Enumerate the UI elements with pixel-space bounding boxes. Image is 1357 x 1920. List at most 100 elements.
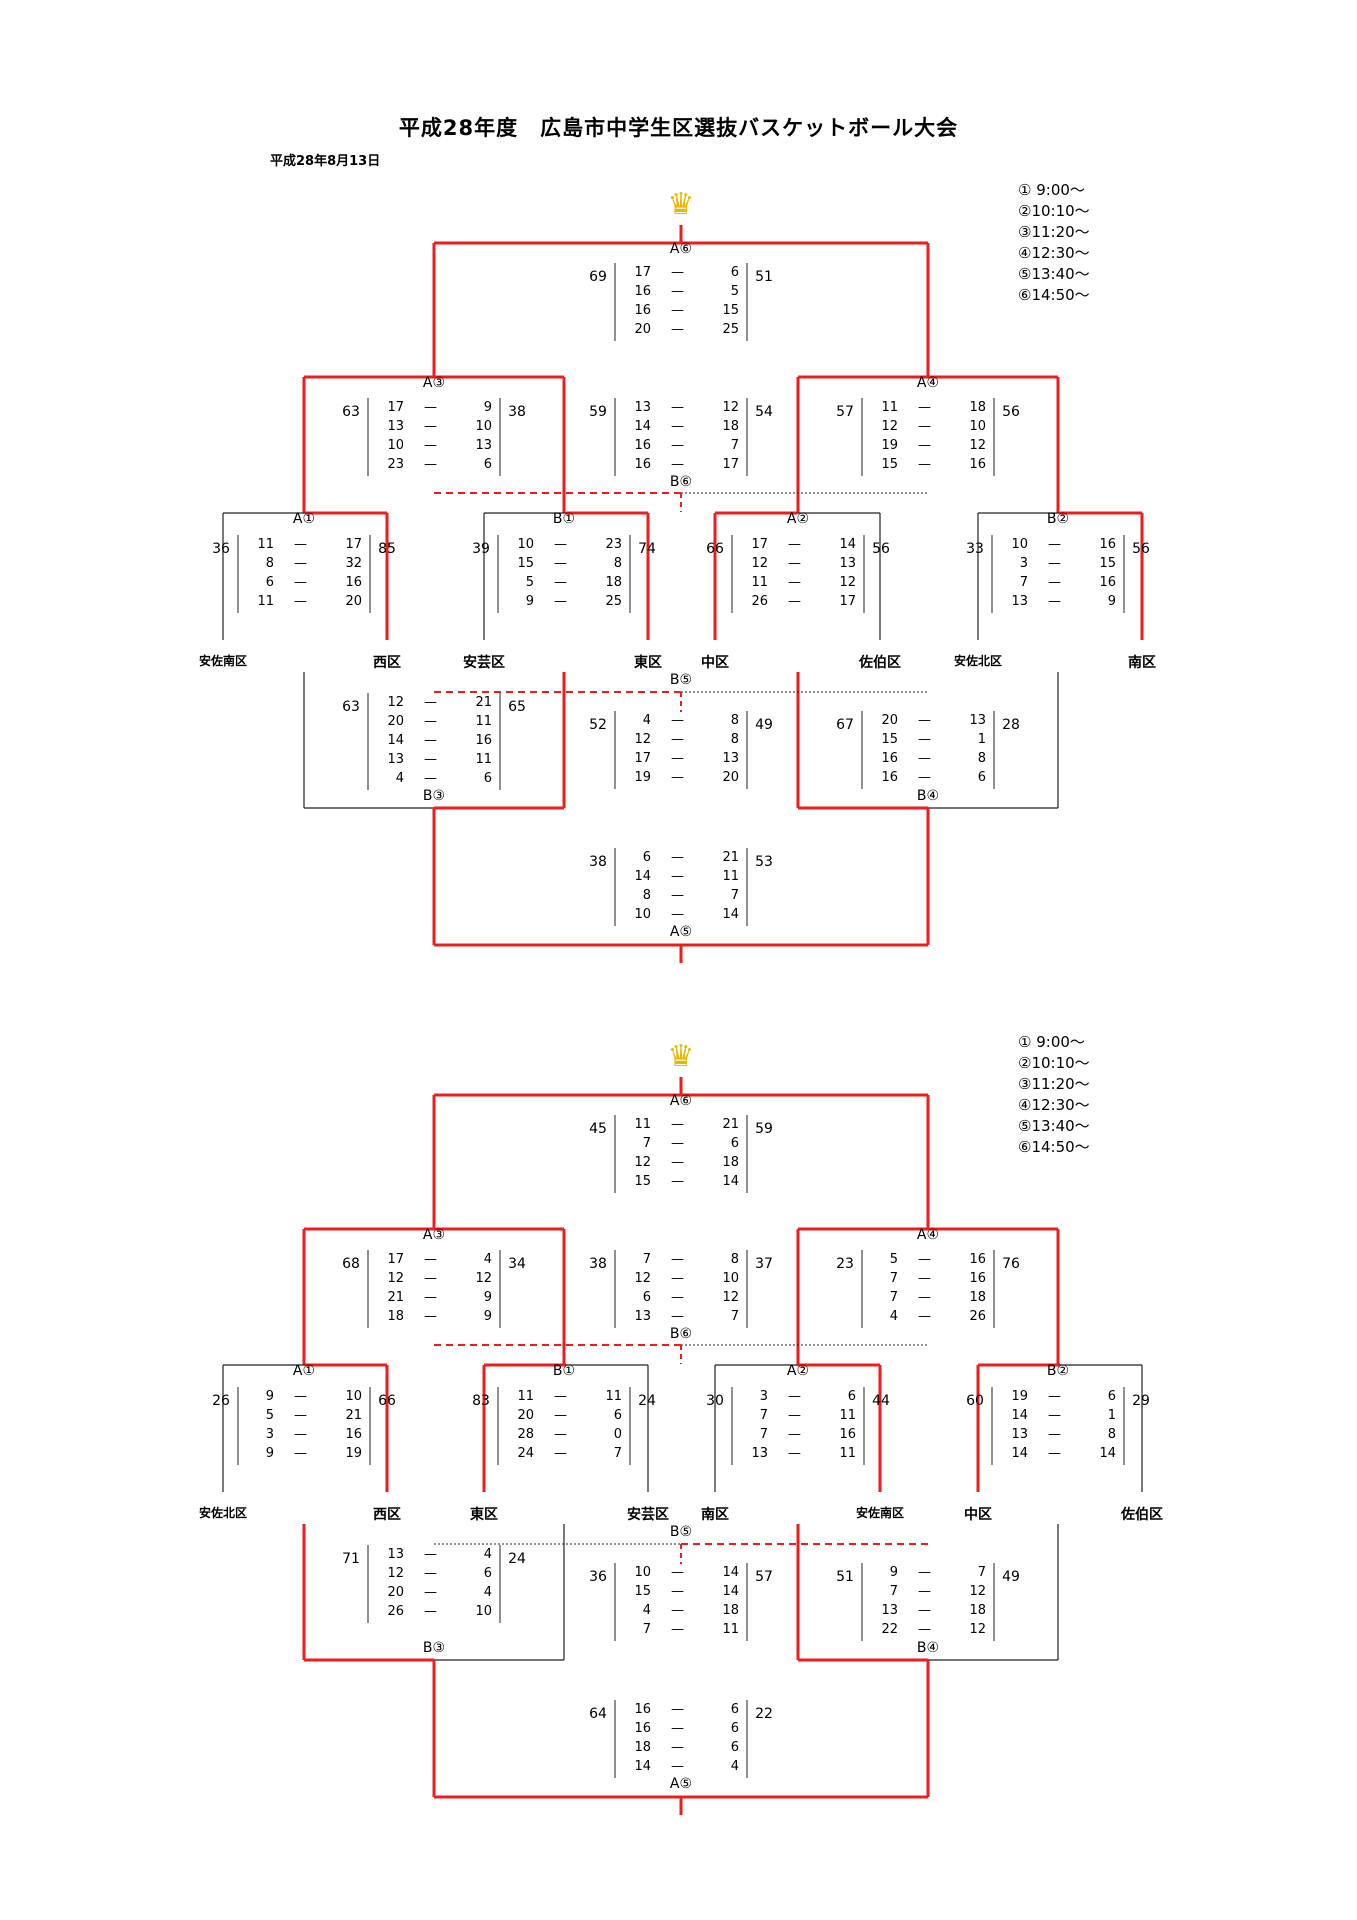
quarter-dash: — — [788, 1408, 801, 1423]
total-score-left: 51 — [836, 1569, 854, 1585]
team-name: 佐伯区 — [859, 655, 901, 671]
quarter-score-right: 20 — [345, 594, 362, 609]
quarter-score-left: 16 — [881, 770, 898, 785]
quarter-score-left: 16 — [634, 438, 651, 453]
quarter-score-right: 13 — [722, 751, 739, 766]
quarter-score-right: 6 — [730, 1702, 739, 1717]
quarter-score-right: 6 — [847, 1389, 856, 1404]
quarter-score-left: 23 — [387, 457, 404, 472]
quarter-score-right: 14 — [839, 537, 856, 552]
quarter-dash: — — [554, 594, 567, 609]
quarter-score-left: 20 — [517, 1408, 534, 1423]
total-score-left: 60 — [966, 1393, 984, 1409]
quarter-score-left: 14 — [634, 869, 651, 884]
quarter-score-right: 16 — [345, 1427, 362, 1442]
total-score-right: 56 — [1132, 541, 1150, 557]
quarter-score-right: 6 — [483, 1566, 492, 1581]
quarter-score-right: 21 — [722, 850, 739, 865]
quarter-dash: — — [554, 1389, 567, 1404]
quarter-score-right: 18 — [969, 1290, 986, 1305]
total-score-right: 22 — [755, 1706, 773, 1722]
quarter-score-left: 13 — [387, 1547, 404, 1562]
schedule-slot: ②10:10～ — [1018, 202, 1090, 220]
quarter-score-left: 5 — [889, 1252, 898, 1267]
quarter-score-right: 21 — [345, 1408, 362, 1423]
quarter-dash: — — [424, 400, 437, 415]
quarter-score-left: 9 — [525, 594, 534, 609]
quarter-dash: — — [918, 400, 931, 415]
quarter-dash: — — [671, 1759, 684, 1774]
quarter-score-left: 11 — [257, 537, 274, 552]
quarter-score-right: 12 — [475, 1271, 492, 1286]
quarter-score-left: 11 — [751, 575, 768, 590]
quarter-score-left: 3 — [265, 1427, 274, 1442]
quarter-score-left: 26 — [387, 1604, 404, 1619]
quarter-dash: — — [918, 438, 931, 453]
quarter-score-left: 16 — [881, 751, 898, 766]
quarter-score-left: 12 — [751, 556, 768, 571]
total-score-left: 33 — [966, 541, 984, 557]
total-score-right: 37 — [755, 1256, 773, 1272]
quarter-score-left: 4 — [395, 771, 404, 786]
quarter-dash: — — [671, 751, 684, 766]
quarter-score-right: 11 — [475, 752, 492, 767]
quarter-score-right: 10 — [722, 1271, 739, 1286]
total-score-left: 69 — [589, 269, 607, 285]
quarter-dash: — — [671, 1117, 684, 1132]
quarter-score-right: 11 — [839, 1446, 856, 1461]
quarter-score-left: 4 — [889, 1309, 898, 1324]
total-score-right: 24 — [508, 1551, 526, 1567]
quarter-score-left: 7 — [642, 1136, 651, 1151]
total-score-right: 24 — [638, 1393, 656, 1409]
quarter-dash: — — [671, 284, 684, 299]
total-score-left: 63 — [342, 699, 360, 715]
quarter-dash: — — [671, 322, 684, 337]
quarter-dash: — — [918, 1622, 931, 1637]
quarter-dash: — — [1048, 537, 1061, 552]
quarter-dash: — — [424, 1309, 437, 1324]
quarter-dash: — — [294, 556, 307, 571]
quarter-score-right: 17 — [722, 457, 739, 472]
quarter-dash: — — [424, 419, 437, 434]
quarter-score-left: 15 — [517, 556, 534, 571]
quarter-score-left: 7 — [889, 1584, 898, 1599]
total-score-right: 34 — [508, 1256, 526, 1272]
match-label-b5: B⑤ — [669, 672, 693, 688]
team-name: 安佐南区 — [855, 1506, 905, 1520]
quarter-score-left: 20 — [634, 322, 651, 337]
total-score-right: 65 — [508, 699, 526, 715]
quarter-dash: — — [788, 1427, 801, 1442]
quarter-score-left: 7 — [889, 1290, 898, 1305]
quarter-score-right: 8 — [1107, 1427, 1116, 1442]
quarter-score-right: 8 — [730, 713, 739, 728]
match-label-b4: B④ — [916, 1640, 940, 1656]
total-score-right: 51 — [755, 269, 773, 285]
quarter-dash: — — [1048, 575, 1061, 590]
quarter-score-right: 16 — [1099, 575, 1116, 590]
total-score-left: 45 — [589, 1121, 607, 1137]
match-label-b1: B① — [552, 511, 576, 527]
quarter-dash: — — [671, 1174, 684, 1189]
quarter-score-right: 7 — [730, 438, 739, 453]
quarter-score-left: 15 — [881, 457, 898, 472]
quarter-dash: — — [671, 1702, 684, 1717]
quarter-score-left: 4 — [642, 713, 651, 728]
quarter-dash: — — [424, 1566, 437, 1581]
total-score-right: 56 — [1002, 404, 1020, 420]
quarter-score-right: 14 — [722, 1565, 739, 1580]
total-score-right: 85 — [378, 541, 396, 557]
quarter-score-left: 14 — [1011, 1446, 1028, 1461]
quarter-score-left: 17 — [634, 751, 651, 766]
quarter-dash: — — [424, 1252, 437, 1267]
quarter-score-left: 28 — [517, 1427, 534, 1442]
total-score-right: 59 — [755, 1121, 773, 1137]
quarter-score-left: 16 — [634, 1702, 651, 1717]
quarter-score-left: 16 — [634, 1721, 651, 1736]
quarter-score-left: 15 — [634, 1174, 651, 1189]
quarter-score-left: 18 — [634, 1740, 651, 1755]
quarter-dash: — — [671, 1309, 684, 1324]
match-label-b6: B⑥ — [669, 1326, 693, 1342]
total-score-left: 71 — [342, 1551, 360, 1567]
match-label-a5: A⑤ — [669, 1776, 693, 1792]
